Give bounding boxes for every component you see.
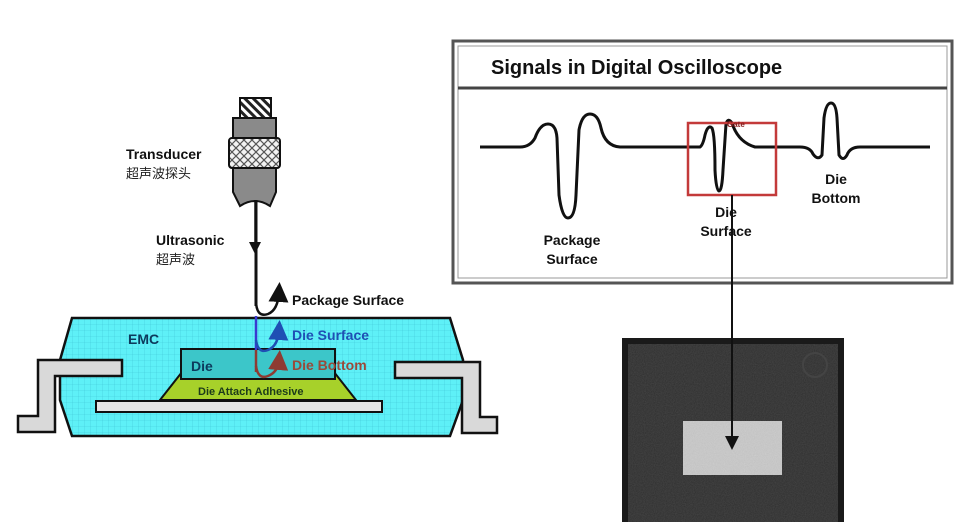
die (180, 348, 336, 380)
right-lead (393, 360, 499, 435)
transducer-cap (239, 97, 272, 119)
lead-frame-paddle (95, 400, 383, 413)
signal-label-die-bottom-2: Bottom (812, 190, 861, 206)
transducer (228, 97, 281, 208)
echo-die-bottom (254, 350, 289, 379)
scan-blemish (802, 352, 828, 378)
signal-label-package-surface-2: Surface (546, 251, 598, 267)
oscilloscope-panel (451, 39, 954, 285)
transducer-label: Transducer (126, 146, 202, 162)
echo-label-package-surface: Package Surface (292, 292, 404, 308)
adhesive-label: Die Attach Adhesive (198, 386, 304, 398)
echo-die-surface (254, 320, 289, 353)
gate-label: Gate (727, 120, 745, 129)
left-lead (16, 358, 124, 434)
signal-label-die-bottom-1: Die (825, 171, 847, 187)
oscilloscope-waveform (480, 101, 930, 220)
die-label: Die (191, 358, 213, 374)
emc-label: EMC (128, 331, 159, 347)
oscilloscope-title: Signals in Digital Oscilloscope (491, 57, 782, 79)
echo-label-die-surface: Die Surface (292, 327, 369, 343)
transducer-label-zh: 超声波探头 (126, 167, 191, 182)
signal-label-die-surface-2: Surface (700, 223, 752, 239)
ultrasonic-label-zh: 超声波 (156, 253, 195, 268)
echo-package-surface (254, 282, 289, 316)
transducer-knurled-grip (228, 137, 281, 169)
transducer-body (232, 117, 277, 139)
arrow-head-icon (725, 436, 739, 450)
signal-label-package-surface-1: Package (544, 232, 601, 248)
package-cross-section (16, 316, 499, 438)
signal-label-die-surface-1: Die (715, 204, 737, 220)
echo-label-die-bottom: Die Bottom (292, 357, 367, 373)
ultrasonic-label: Ultrasonic (156, 232, 225, 248)
